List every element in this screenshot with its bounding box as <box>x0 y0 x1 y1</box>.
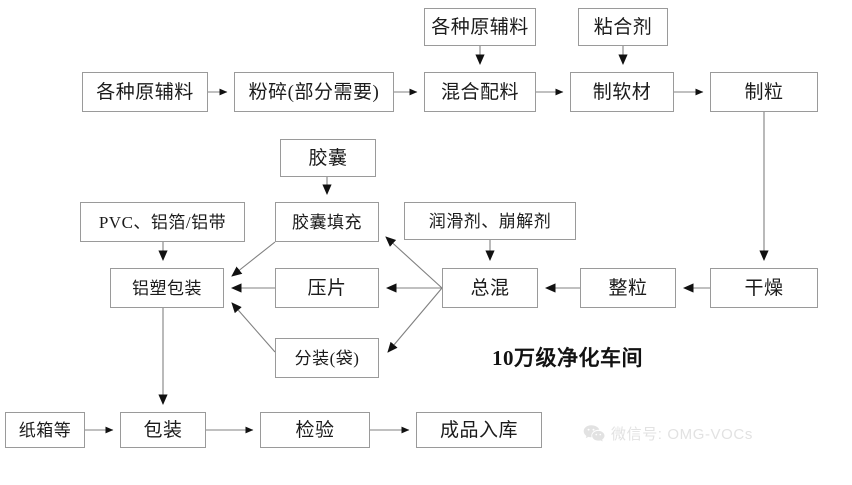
node-capsule-filling[interactable]: 胶囊填充 <box>275 202 379 242</box>
wechat-icon <box>583 424 605 444</box>
node-pvc-aluminum-foil[interactable]: PVC、铝箔/铝带 <box>80 202 245 242</box>
node-raw-materials-1[interactable]: 各种原辅料 <box>82 72 208 112</box>
node-drying[interactable]: 干燥 <box>710 268 818 308</box>
node-capsule[interactable]: 胶囊 <box>280 139 376 177</box>
node-packaging[interactable]: 包装 <box>120 412 206 448</box>
watermark-text: 微信号: OMG-VOCs <box>611 426 753 443</box>
node-total-mixing[interactable]: 总混 <box>442 268 538 308</box>
watermark: 微信号: OMG-VOCs <box>583 423 753 444</box>
node-lubricant-disintegrant[interactable]: 润滑剂、崩解剂 <box>404 202 576 240</box>
node-tableting[interactable]: 压片 <box>275 268 379 308</box>
node-crushing[interactable]: 粉碎(部分需要) <box>234 72 394 112</box>
node-binder[interactable]: 粘合剂 <box>578 8 668 46</box>
zone-label-cleanroom: 10万级净化车间 <box>492 346 643 370</box>
node-aluminum-plastic-packaging[interactable]: 铝塑包装 <box>110 268 224 308</box>
edge-totalmix-subpack <box>387 287 443 353</box>
node-finished-goods-warehouse[interactable]: 成品入库 <box>416 412 542 448</box>
node-soft-material[interactable]: 制软材 <box>570 72 674 112</box>
node-mixing-ingredients[interactable]: 混合配料 <box>424 72 536 112</box>
node-inspection[interactable]: 检验 <box>260 412 370 448</box>
node-carton[interactable]: 纸箱等 <box>5 412 85 448</box>
node-sizing[interactable]: 整粒 <box>580 268 676 308</box>
edge-totalmix-capfill <box>385 236 443 289</box>
node-raw-materials-2[interactable]: 各种原辅料 <box>424 8 536 46</box>
edge-capfill-alupack <box>231 241 276 277</box>
node-bag-packaging[interactable]: 分装(袋) <box>275 338 379 378</box>
node-granulation[interactable]: 制粒 <box>710 72 818 112</box>
edge-subpack-alupack <box>231 302 276 353</box>
